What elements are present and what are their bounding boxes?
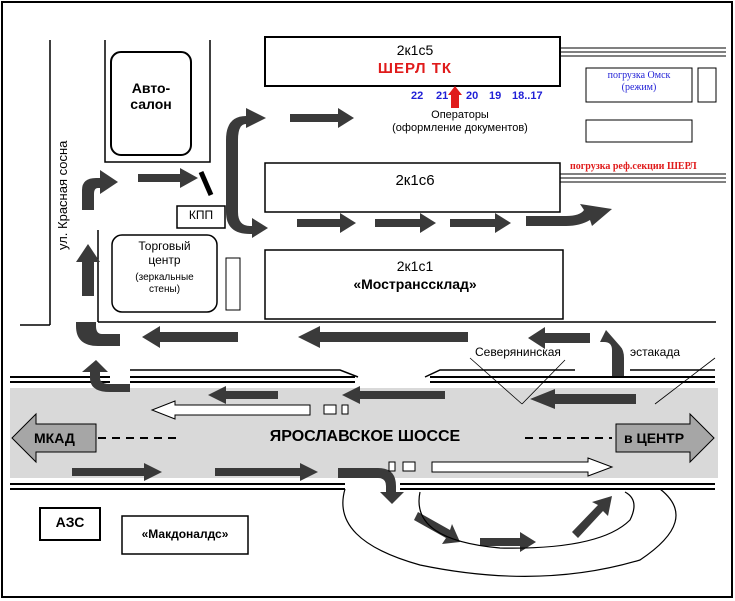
sign-center-label: в ЦЕНТР: [624, 430, 685, 446]
gate-number-19: 19: [489, 90, 502, 102]
ramp-lines: [130, 369, 715, 378]
building-mcdonalds: [121, 515, 249, 555]
highway-label: ЯРОСЛАВСКОЕ ШОССЕ: [269, 428, 461, 445]
sign-mkad: [11, 412, 97, 464]
building-2k1c6-code: 2к1с6: [395, 172, 435, 189]
sign-mkad-label: МКАД: [34, 430, 75, 446]
building-2k1c1-code: 2к1с1: [396, 258, 434, 274]
callout-lines: [469, 357, 716, 405]
barrier: [198, 171, 214, 196]
autosalon-label: Авто- салон: [130, 80, 172, 113]
gate-number-18-17: 18..17: [512, 90, 543, 102]
mall-note: (зеркальные стены): [135, 272, 194, 295]
mall-title: Торговый центр: [138, 239, 191, 267]
checkpoint-label: КПП: [188, 208, 214, 222]
barrier-stripe: [205, 169, 217, 194]
loading-box-2: [585, 119, 693, 143]
outlined-arrows: [150, 400, 614, 477]
building-autosalon: [110, 51, 192, 156]
gate-number-20: 20: [466, 90, 479, 102]
mcdonalds-label: «Макдоналдс»: [141, 527, 229, 541]
mall-side-block: [225, 257, 241, 311]
street-label: ул. Красная сосна: [55, 140, 70, 250]
loading-omsk-label: погрузка Омск (режим): [607, 70, 671, 93]
azs-label: АЗС: [55, 514, 85, 530]
operators-label: Операторы (оформление документов): [392, 109, 528, 134]
building-2k1c1-tenant: «Мострансcклад»: [353, 276, 477, 292]
sign-center: [615, 412, 715, 464]
building-2k1c5-code: 2к1с5: [396, 42, 434, 58]
building-2k1c6: [264, 162, 561, 213]
checkpoint-box: [176, 205, 226, 229]
severyaninskaya-label: Северянинская: [475, 345, 561, 359]
building-mall: [111, 234, 218, 313]
building-2k1c5-tenant: ШЕРЛ ТК: [377, 60, 453, 77]
gate-number-21: 21: [436, 90, 449, 102]
overpass-label: эстакада: [630, 345, 681, 359]
loop-road: [342, 488, 677, 577]
traffic-arrows: [72, 108, 636, 552]
entry-arrow-red: [448, 86, 462, 108]
loading-reefer-label: погрузка реф.секции ШЕРЛ: [570, 161, 697, 172]
gate-number-22: 22: [411, 90, 424, 102]
loading-omsk-box: [585, 67, 693, 103]
rails: [560, 47, 726, 183]
building-azs: [39, 507, 101, 541]
small-block: [697, 67, 717, 103]
street-lines: [20, 40, 716, 326]
building-2k1c1: [264, 249, 564, 320]
building-2k1c5: [264, 36, 561, 87]
